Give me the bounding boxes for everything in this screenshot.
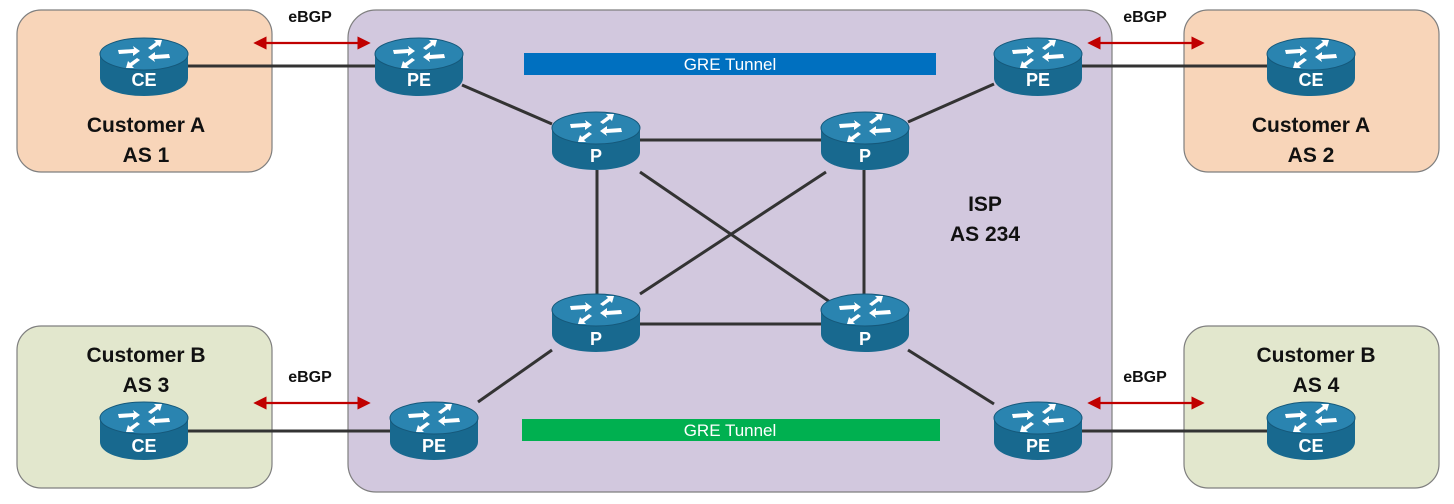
router-label-p-top-right: P	[859, 146, 871, 166]
router-p-bottom-left[interactable]: P	[551, 293, 641, 353]
router-label-pe-bottom-right: PE	[1026, 436, 1050, 456]
router-pe-bottom-right[interactable]: PE	[993, 401, 1083, 461]
router-p-top-left[interactable]: P	[551, 111, 641, 171]
gre-tunnel-top-label: GRE Tunnel	[684, 55, 777, 74]
ebgp-label-top-right: eBGP	[1123, 9, 1167, 26]
router-ce-as1[interactable]: CE	[99, 37, 189, 97]
router-pe-top-left[interactable]: PE	[374, 37, 464, 97]
router-ce-as3[interactable]: CE	[99, 401, 189, 461]
router-label-ce-as4: CE	[1298, 436, 1323, 456]
router-p-top-right[interactable]: P	[820, 111, 910, 171]
customer-b-as4-name: Customer B	[1256, 344, 1375, 367]
router-ce-as4[interactable]: CE	[1266, 401, 1356, 461]
customer-a-as1-as: AS 1	[123, 144, 170, 167]
link-p4-pe4	[907, 348, 995, 406]
ebgp-label-bottom-left: eBGP	[288, 369, 332, 386]
customer-a-as2-as: AS 2	[1288, 144, 1335, 167]
router-label-ce-as2: CE	[1298, 70, 1323, 90]
router-pe-bottom-left[interactable]: PE	[389, 401, 479, 461]
ebgp-arrows	[253, 36, 1205, 410]
links	[188, 64, 1268, 433]
isp-name: ISP	[968, 193, 1002, 216]
router-label-pe-bottom-left: PE	[422, 436, 446, 456]
ebgp-label-bottom-right: eBGP	[1123, 369, 1167, 386]
gre-tunnel-bottom-label: GRE Tunnel	[684, 421, 777, 440]
gre-tunnel-bottom-bar	[522, 419, 940, 441]
router-label-pe-top-left: PE	[407, 70, 431, 90]
router-label-p-bottom-left: P	[590, 329, 602, 349]
router-label-ce-as1: CE	[131, 70, 156, 90]
router-pe-top-right[interactable]: PE	[993, 37, 1083, 97]
customer-b-as3-name: Customer B	[86, 344, 205, 367]
router-ce-as2[interactable]: CE	[1266, 37, 1356, 97]
isp-as: AS 234	[950, 223, 1020, 246]
link-pe2-p2	[907, 82, 995, 124]
customer-b-as4-as: AS 4	[1293, 374, 1340, 397]
gre-tunnel-top-bar	[524, 53, 936, 75]
link-p1-p4	[639, 170, 831, 304]
router-label-ce-as3: CE	[131, 436, 156, 456]
link-p3-pe3	[477, 348, 553, 404]
router-label-p-bottom-right: P	[859, 329, 871, 349]
customer-a-as1-name: Customer A	[87, 114, 205, 137]
customer-a-as2-name: Customer A	[1252, 114, 1370, 137]
isp-box	[347, 9, 1113, 493]
ebgp-label-top-left: eBGP	[288, 9, 332, 26]
router-label-pe-top-right: PE	[1026, 70, 1050, 90]
customer-b-as3-as: AS 3	[123, 374, 170, 397]
link-p2-p3	[639, 170, 827, 296]
router-p-bottom-right[interactable]: P	[820, 293, 910, 353]
router-label-p-top-left: P	[590, 146, 602, 166]
link-pe1-p1	[461, 83, 553, 126]
